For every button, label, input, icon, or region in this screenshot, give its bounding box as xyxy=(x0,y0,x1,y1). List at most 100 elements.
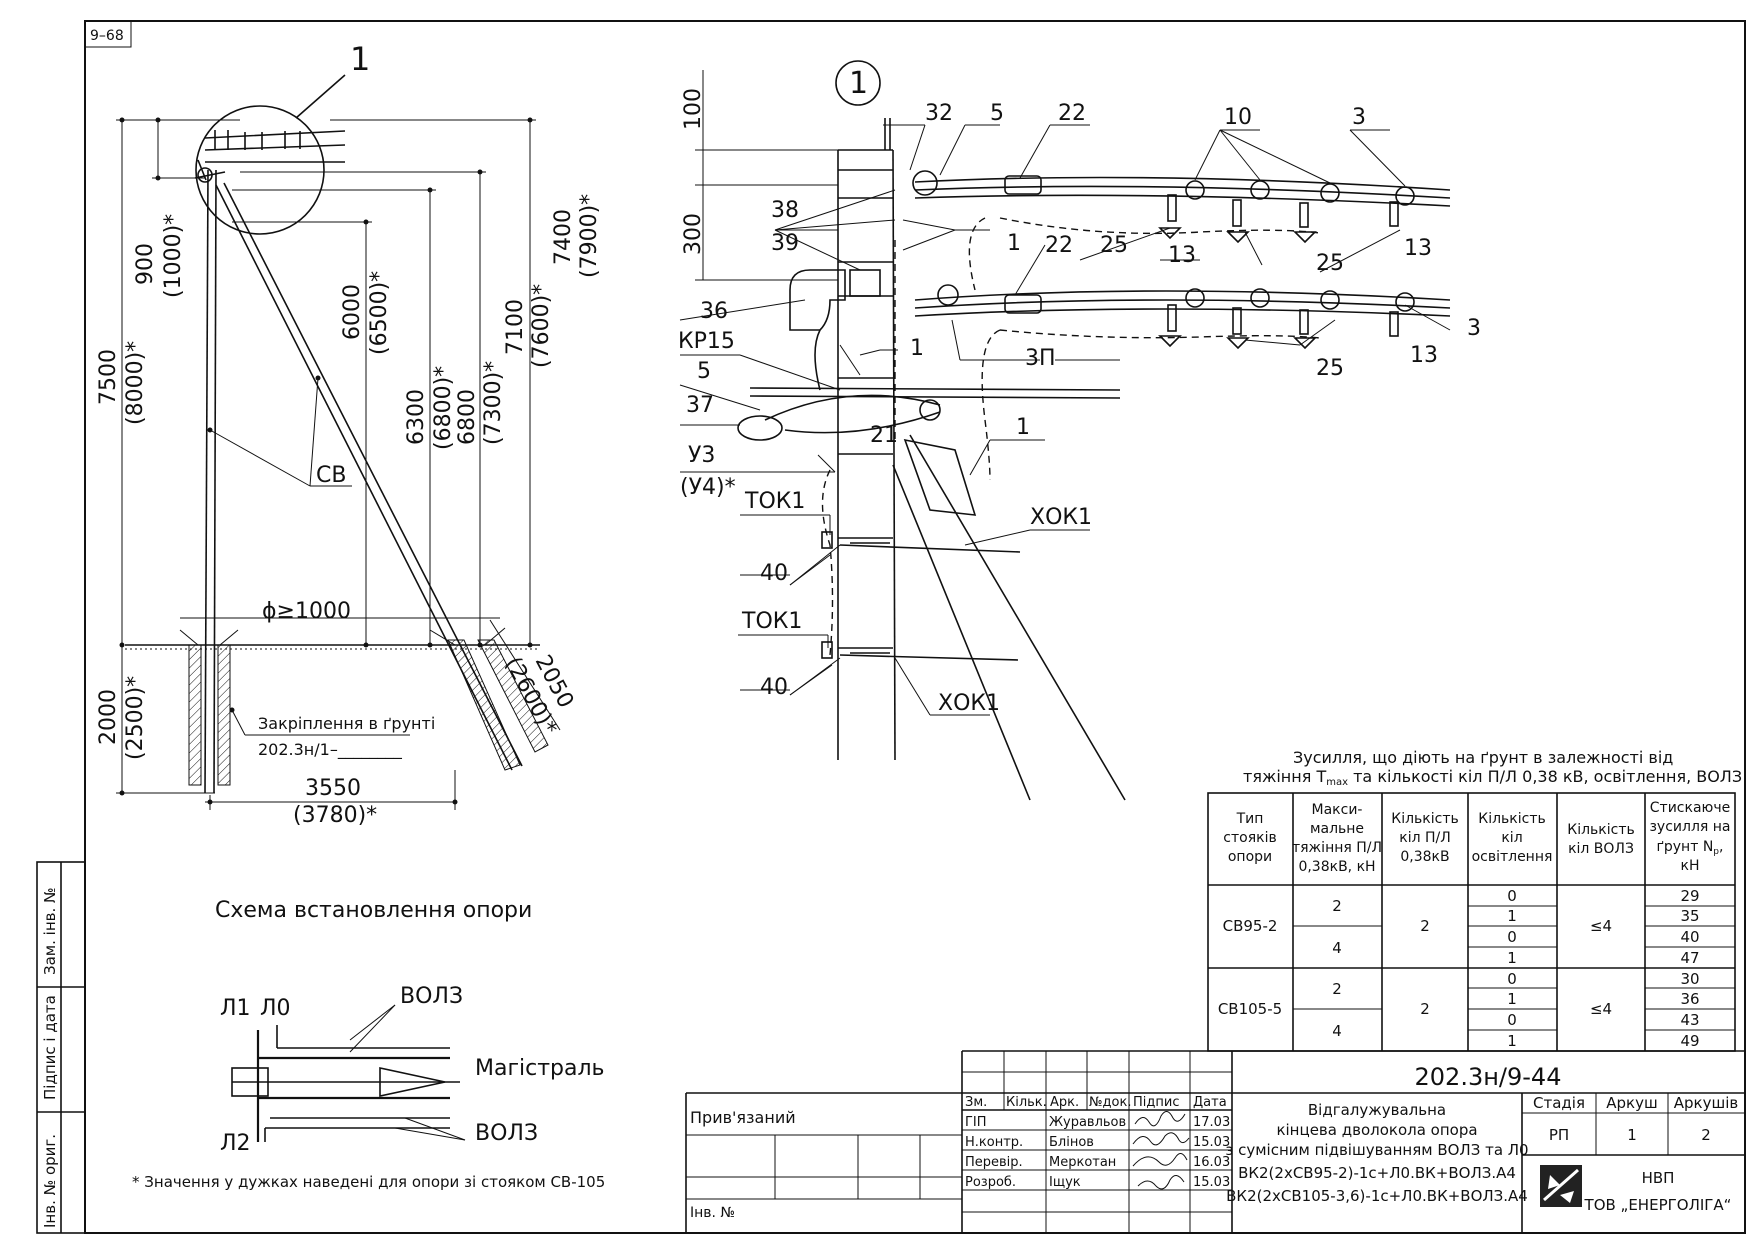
name-checked: Меркотан xyxy=(1049,1155,1116,1170)
stamp-replaced-inv: Зам. інв. № xyxy=(41,887,59,975)
scheme-l0: Л0 xyxy=(260,996,291,1021)
label-3b: 3 xyxy=(1467,316,1481,341)
label-10: 10 xyxy=(1224,105,1252,130)
role-checked: Перевір. xyxy=(965,1155,1023,1170)
sheets-header: Аркушів xyxy=(1674,1094,1738,1112)
dim-100: 100 xyxy=(681,88,706,130)
row-circuits-1: 2 xyxy=(1420,917,1430,935)
sheets-value: 2 xyxy=(1701,1126,1711,1144)
org-logo-icon xyxy=(1540,1165,1582,1207)
hdr-volz-2: кіл ВОЛЗ xyxy=(1568,841,1634,857)
detail-view-drawing xyxy=(679,60,1451,801)
label-25c: 25 xyxy=(1316,356,1344,381)
hdr-tension-3: тяжіння П/Л xyxy=(1292,840,1382,856)
scheme-main: Магістраль xyxy=(475,1056,605,1081)
role-developed: Розроб. xyxy=(965,1175,1016,1190)
label-5a: 5 xyxy=(990,101,1004,126)
row-tension-2: 4 xyxy=(1332,939,1342,957)
row-volz-2: ≤4 xyxy=(1590,1000,1612,1018)
anchoring-ref: 202.3н/1–________ xyxy=(258,740,403,760)
row-force-1: 29 xyxy=(1680,887,1699,905)
sheet-header: Аркуш xyxy=(1606,1094,1657,1112)
label-3p: 3П xyxy=(1025,346,1056,371)
org-line2: ТОВ „ЕНЕРГОЛІГА“ xyxy=(1584,1196,1732,1214)
side-stamp: Зам. інв. № Підпис і дата Інв. № ориг. xyxy=(36,861,86,1234)
hdr-tension-1: Макси- xyxy=(1312,802,1363,818)
sheet-code-box xyxy=(84,20,132,48)
hdr-force-1: Стискаюче xyxy=(1650,800,1730,816)
name-gip: Журавльов xyxy=(1049,1115,1126,1130)
hdr-force-sub: р xyxy=(1713,847,1719,857)
dim-2500: (2500)* xyxy=(123,676,148,760)
hdr-force-2: зусилля на xyxy=(1649,819,1730,835)
hdr-lighting-1: Кількість xyxy=(1478,811,1545,827)
dim-1000: (1000)* xyxy=(161,214,186,298)
dim-300: 300 xyxy=(681,213,706,255)
inv-label: Інв. № xyxy=(690,1205,735,1221)
label-xok1b: ХОК1 xyxy=(938,691,1000,716)
hdr-force-comma: , xyxy=(1719,839,1723,855)
label-tok1b: ТОК1 xyxy=(741,609,802,634)
row-force-7: 43 xyxy=(1680,1011,1699,1029)
label-tok1a: ТОК1 xyxy=(744,489,805,514)
dim-3780: (3780)* xyxy=(293,803,377,828)
strut-label-sv: СВ xyxy=(316,463,346,488)
desc-line1: Відгалужувальна xyxy=(1308,1101,1446,1119)
table-caption-line1: Зусилля, що діють на ґрунт в залежності … xyxy=(1293,748,1673,767)
dim-900: 900 xyxy=(133,243,158,285)
hdr-type-3: опори xyxy=(1228,849,1272,865)
doc-code: 202.3н/9-44 xyxy=(1415,1063,1562,1091)
dim-7600: (7600)* xyxy=(529,284,554,368)
date-checked: 16.03 xyxy=(1193,1155,1230,1170)
scheme-volz-bottom: ВОЛЗ xyxy=(475,1121,538,1146)
row-light-1: 0 xyxy=(1507,887,1517,905)
hdr-lighting-3: освітлення xyxy=(1472,849,1553,865)
col-docno: №док. xyxy=(1089,1095,1131,1110)
label-22b: 22 xyxy=(1045,233,1073,258)
scheme-diagram xyxy=(231,1004,466,1142)
dim-7300: (7300)* xyxy=(481,361,506,445)
row-light-3: 0 xyxy=(1507,928,1517,946)
row-force-4: 47 xyxy=(1680,949,1699,967)
dim-3550: 3550 xyxy=(305,776,361,801)
role-ncontrol: Н.контр. xyxy=(965,1135,1023,1150)
anchoring-label: Закріплення в ґрунті xyxy=(258,714,435,733)
row-tension-4: 4 xyxy=(1332,1022,1342,1040)
date-ncontrol: 15.03 xyxy=(1193,1135,1230,1150)
table-caption-line2: тяжіння Тmax та кількості кіл П/Л 0,38 к… xyxy=(1243,767,1742,788)
row-type-sv105: СВ105-5 xyxy=(1218,1000,1282,1018)
row-light-5: 0 xyxy=(1507,970,1517,988)
label-13a: 13 xyxy=(1168,243,1196,268)
hdr-circuits-3: 0,38кВ xyxy=(1400,849,1449,865)
row-force-6: 36 xyxy=(1680,990,1699,1008)
tied-label: Прив'язаний xyxy=(690,1108,796,1127)
dim-7900: (7900)* xyxy=(577,194,602,278)
label-u4: (У4)* xyxy=(680,475,736,500)
caption-part-b: та кількості кіл П/Л 0,38 кВ, освітлення… xyxy=(1348,767,1742,786)
hdr-force-3: ґрунт Nр, xyxy=(1657,839,1724,857)
row-volz-1: ≤4 xyxy=(1590,917,1612,935)
sheet-value: 1 xyxy=(1627,1126,1637,1144)
label-40a: 40 xyxy=(760,561,788,586)
hdr-tension-4: 0,38кВ, кН xyxy=(1298,859,1375,875)
left-view-drawing xyxy=(116,74,561,810)
hdr-lighting-2: кіл xyxy=(1501,830,1522,846)
dim-7400: 7400 xyxy=(551,209,576,265)
hdr-force-3a: ґрунт N xyxy=(1657,839,1714,855)
col-date: Дата xyxy=(1193,1095,1227,1110)
label-37: 37 xyxy=(686,393,714,418)
scheme-l2: Л2 xyxy=(220,1131,251,1156)
row-force-8: 49 xyxy=(1680,1032,1699,1050)
row-circuits-2: 2 xyxy=(1420,1000,1430,1018)
title-block-grid xyxy=(685,1050,1745,1233)
desc-line2: кінцева дволокола опора xyxy=(1276,1121,1477,1139)
label-3a: 3 xyxy=(1352,105,1366,130)
label-32: 32 xyxy=(925,101,953,126)
hdr-tension-2: мальне xyxy=(1310,821,1364,837)
label-25b: 25 xyxy=(1316,251,1344,276)
hdr-force-4: кН xyxy=(1681,858,1700,874)
label-21: 21 xyxy=(870,423,898,448)
stage-value: РП xyxy=(1549,1126,1569,1144)
row-tension-3: 2 xyxy=(1332,980,1342,998)
footnote: * Значення у дужках наведені для опори з… xyxy=(132,1173,605,1191)
